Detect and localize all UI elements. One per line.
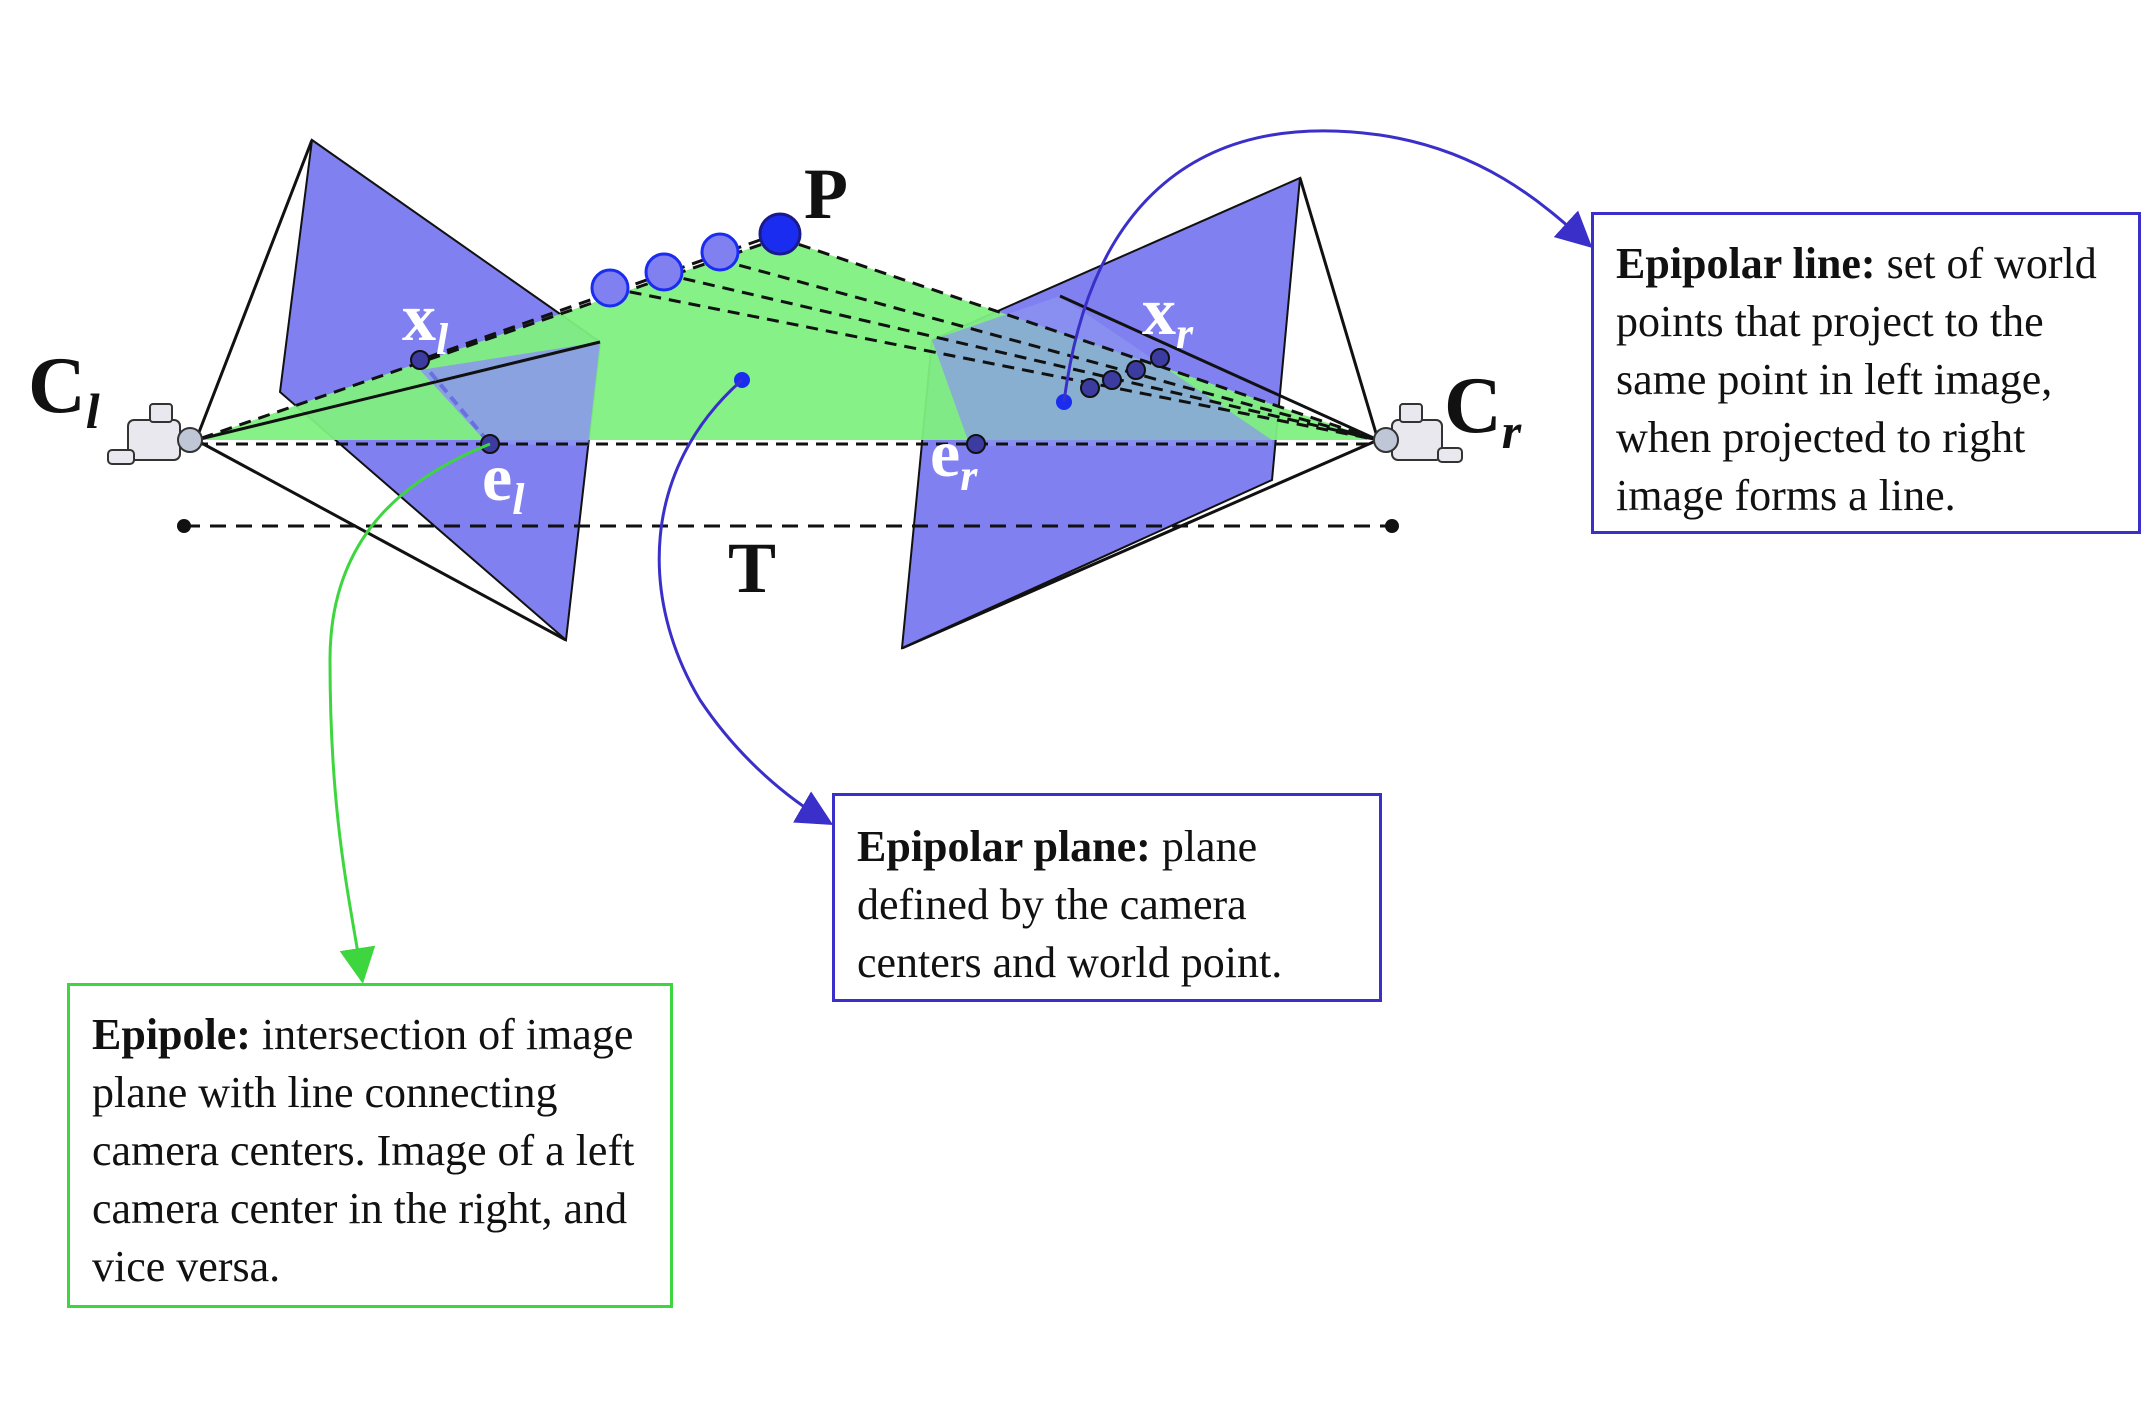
label-x-left: xl xyxy=(402,279,449,364)
right-plane-overlap xyxy=(932,296,1272,446)
label-x-right: xr xyxy=(1142,273,1194,358)
epipolar-plane-term: Epipolar plane: xyxy=(857,822,1151,871)
epipole-text: intersection of image plane with line co… xyxy=(92,1010,635,1291)
baseline-right-end xyxy=(1385,519,1399,533)
epipolar-line-arrow xyxy=(1062,129,1593,403)
point-e-right xyxy=(966,434,986,454)
alt-point-1 xyxy=(700,232,740,272)
epipole-term: Epipole: xyxy=(92,1010,251,1059)
epipolar-line-callout: Epipolar line: set of world points that … xyxy=(1591,212,2141,534)
point-x-left xyxy=(410,350,430,370)
left-epipolar-line xyxy=(418,358,492,446)
ray-right-solid xyxy=(1059,294,1379,442)
alt-point-2 xyxy=(644,252,684,292)
epipole-callout: Epipole: intersection of image plane wit… xyxy=(67,983,673,1308)
right-camera-icon xyxy=(1373,403,1463,463)
label-C-left: Cl xyxy=(28,342,100,439)
epipolar-plane-callout: Epipolar plane: plane defined by the cam… xyxy=(832,793,1382,1002)
left-frustum xyxy=(194,139,567,642)
left-plane-overlap xyxy=(420,342,600,446)
label-e-left: el xyxy=(482,439,525,524)
right-frustum xyxy=(901,177,1380,650)
label-P: P xyxy=(804,154,848,234)
epipolar-line-text: set of world points that project to the … xyxy=(1616,239,2097,520)
right-epipolar-points xyxy=(1080,348,1170,398)
label-C-right: Cr xyxy=(1444,362,1522,459)
world-point-P xyxy=(758,212,802,256)
epipolar-line-term: Epipolar line: xyxy=(1616,239,1876,288)
ray-left-solid xyxy=(195,340,601,442)
epipole-arrow xyxy=(328,442,491,984)
left-camera-icon xyxy=(107,403,203,465)
label-e-right: er xyxy=(930,415,978,500)
epipolar-plane-text: plane defined by the camera centers and … xyxy=(857,822,1283,987)
baseline-left-end xyxy=(177,519,191,533)
alt-point-3 xyxy=(590,268,630,308)
label-T: T xyxy=(728,528,776,608)
epipolar-plane-arrow xyxy=(657,378,834,826)
